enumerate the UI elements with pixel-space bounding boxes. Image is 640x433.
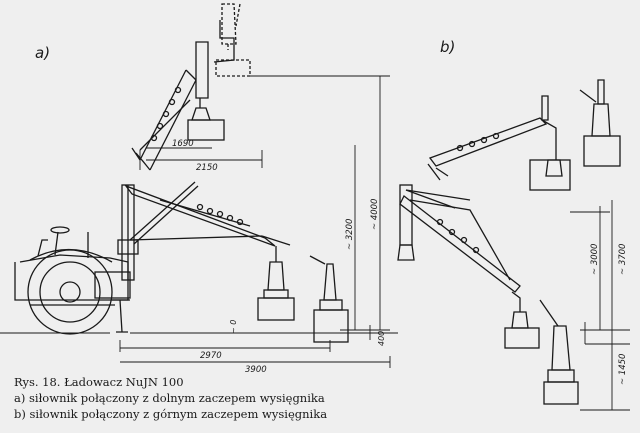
dim-b-1450: ~ 1450 <box>618 354 628 385</box>
figure-caption: Rys. 18. Ładowacz NuJN 100 a) siłownik p… <box>14 374 414 422</box>
dim-400: 400 <box>377 331 386 346</box>
caption-line-b: b) siłownik połączony z górnym zaczepem … <box>14 407 328 421</box>
panel-b-label: b) <box>440 38 455 56</box>
boom-a-upper <box>131 20 235 171</box>
mast-b <box>397 184 471 261</box>
raised-outline <box>215 3 251 77</box>
dim-3200: ~ 3200 <box>345 219 355 250</box>
boom-b-upper <box>427 79 621 191</box>
dim-3900: 3900 <box>245 365 267 375</box>
dim-b-3000: ~ 3000 <box>590 244 600 275</box>
boom-b-lower <box>399 195 579 405</box>
boom-a-lower <box>124 184 295 321</box>
tractor-drawing <box>14 226 131 335</box>
dimensions-a <box>0 75 398 368</box>
dim-1690: 1690 <box>172 139 194 149</box>
caption-line-a: a) siłownik połączony z dolnym zaczepem … <box>14 391 325 405</box>
dim-2150: 2150 <box>196 163 218 173</box>
dim-4000: ~ 4000 <box>370 199 380 230</box>
caption-title: Rys. 18. Ładowacz NuJN 100 <box>14 375 184 389</box>
dim-0: ~ 0 <box>229 320 238 334</box>
loader-mast <box>117 181 199 281</box>
load-a-right <box>309 255 349 343</box>
panel-a-label: a) <box>35 44 50 62</box>
dim-2970: 2970 <box>200 351 222 361</box>
dimensions-b <box>570 200 630 411</box>
dim-b-3700: ~ 3700 <box>618 244 628 275</box>
